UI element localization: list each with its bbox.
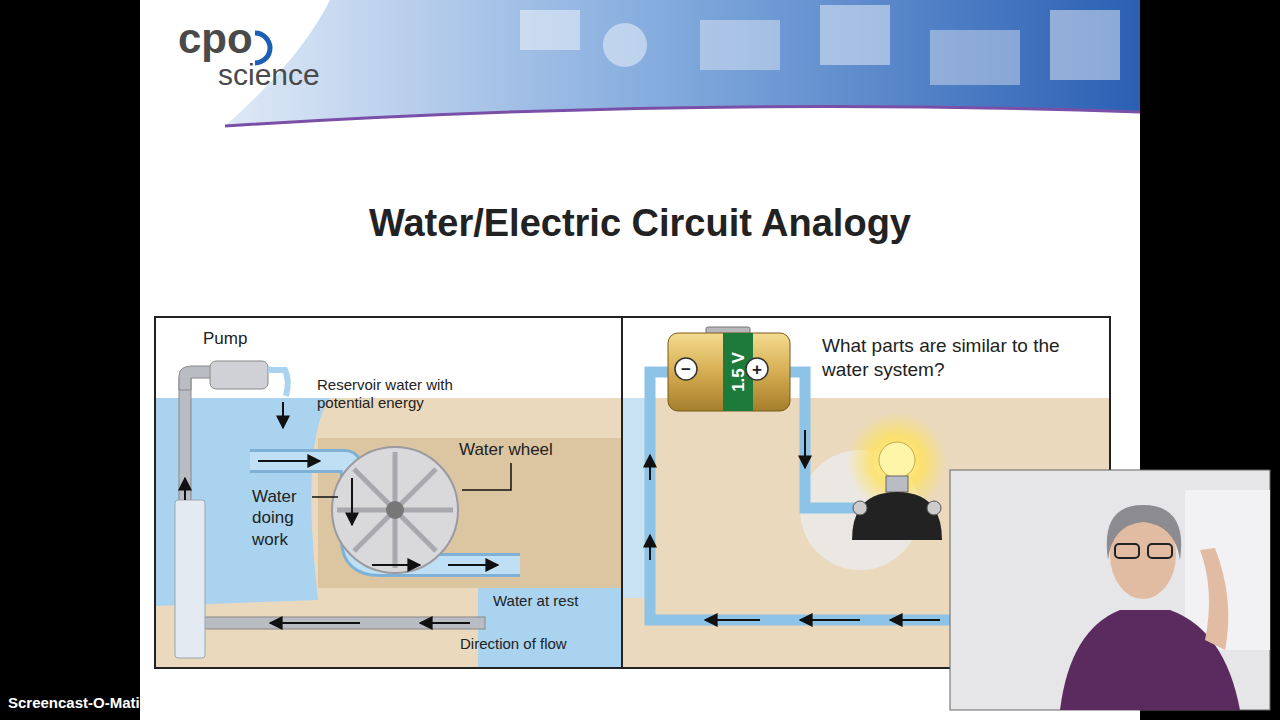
glasses-lens [1115, 544, 1139, 558]
presenter-hand [1200, 548, 1228, 650]
recorder-toolbar [175, 500, 205, 658]
pool-water [478, 588, 622, 668]
question-text: What parts are similar to the water syst… [822, 334, 1072, 382]
flow-arrow [351, 478, 353, 525]
bulb-base [886, 476, 908, 492]
collage-card [1050, 10, 1120, 80]
leader-line [312, 496, 338, 498]
flow-arrows [185, 402, 498, 623]
battery [668, 333, 790, 411]
flow-arrow [258, 460, 320, 462]
collage-globe [603, 23, 647, 67]
paddle [354, 469, 436, 551]
presenter-glasses [1115, 544, 1172, 558]
part-label: Water wheel [459, 441, 553, 460]
pump-body [210, 361, 268, 389]
water-panel [155, 317, 622, 668]
ground [155, 398, 622, 668]
glasses-lens [1148, 544, 1172, 558]
socket-screw [853, 501, 867, 515]
socket-screw [927, 501, 941, 515]
slide-title: Water/Electric Circuit Analogy [140, 202, 1140, 245]
bulb [879, 442, 915, 478]
wheel-paddles [337, 452, 453, 568]
plus-terminal [746, 358, 768, 380]
logo-arc [255, 33, 270, 63]
flow-arrow [420, 622, 470, 624]
watermark: Screencast-O-Matic.com [8, 695, 183, 712]
raised-ground [318, 438, 622, 588]
pump-outflow [268, 370, 288, 396]
part-label: Water at rest [493, 593, 578, 610]
collage-card [520, 10, 580, 50]
logo-word: science [218, 60, 320, 90]
flow-arrow [649, 455, 651, 480]
water-wheel [332, 447, 458, 573]
leader-line [462, 463, 511, 490]
logo-word: cpo [178, 18, 253, 60]
battery-voltage: 1.5 V [730, 352, 747, 392]
paddle [354, 469, 436, 551]
webcam-inset [950, 470, 1270, 710]
flow-arrow [890, 619, 940, 621]
part-label: Water doing work [252, 486, 310, 550]
terminal-sign: − [681, 361, 691, 378]
terminal-sign: + [752, 361, 762, 378]
minus-terminal [675, 358, 697, 380]
flow-arrow [800, 619, 860, 621]
bulb-socket [852, 492, 942, 540]
return-pipe [185, 617, 485, 629]
flow-arrow [372, 564, 420, 566]
header-banner [225, 0, 1140, 126]
water-panel-border [155, 317, 622, 668]
collage-card [700, 20, 780, 70]
part-label: Pump [203, 330, 247, 349]
leader-lines [312, 463, 511, 497]
flow-arrow [270, 622, 360, 624]
flow-arrow [649, 535, 651, 560]
banner-line [225, 106, 1140, 126]
flow-arrow [184, 478, 186, 500]
pump-elbow [179, 366, 212, 390]
presenter-hair [1107, 505, 1181, 560]
wheel-hub [386, 501, 404, 519]
part-label: Reservoir water with potential energy [317, 376, 485, 412]
flow-arrow [448, 564, 498, 566]
collage-card [930, 30, 1020, 85]
collage-card [820, 5, 890, 65]
wire [790, 372, 860, 508]
flow-arrow [705, 619, 760, 621]
part-label: Direction of flow [460, 636, 567, 653]
flow-arrow [282, 402, 284, 428]
flow-arrow [804, 430, 806, 468]
banner-collage [520, 5, 1120, 85]
